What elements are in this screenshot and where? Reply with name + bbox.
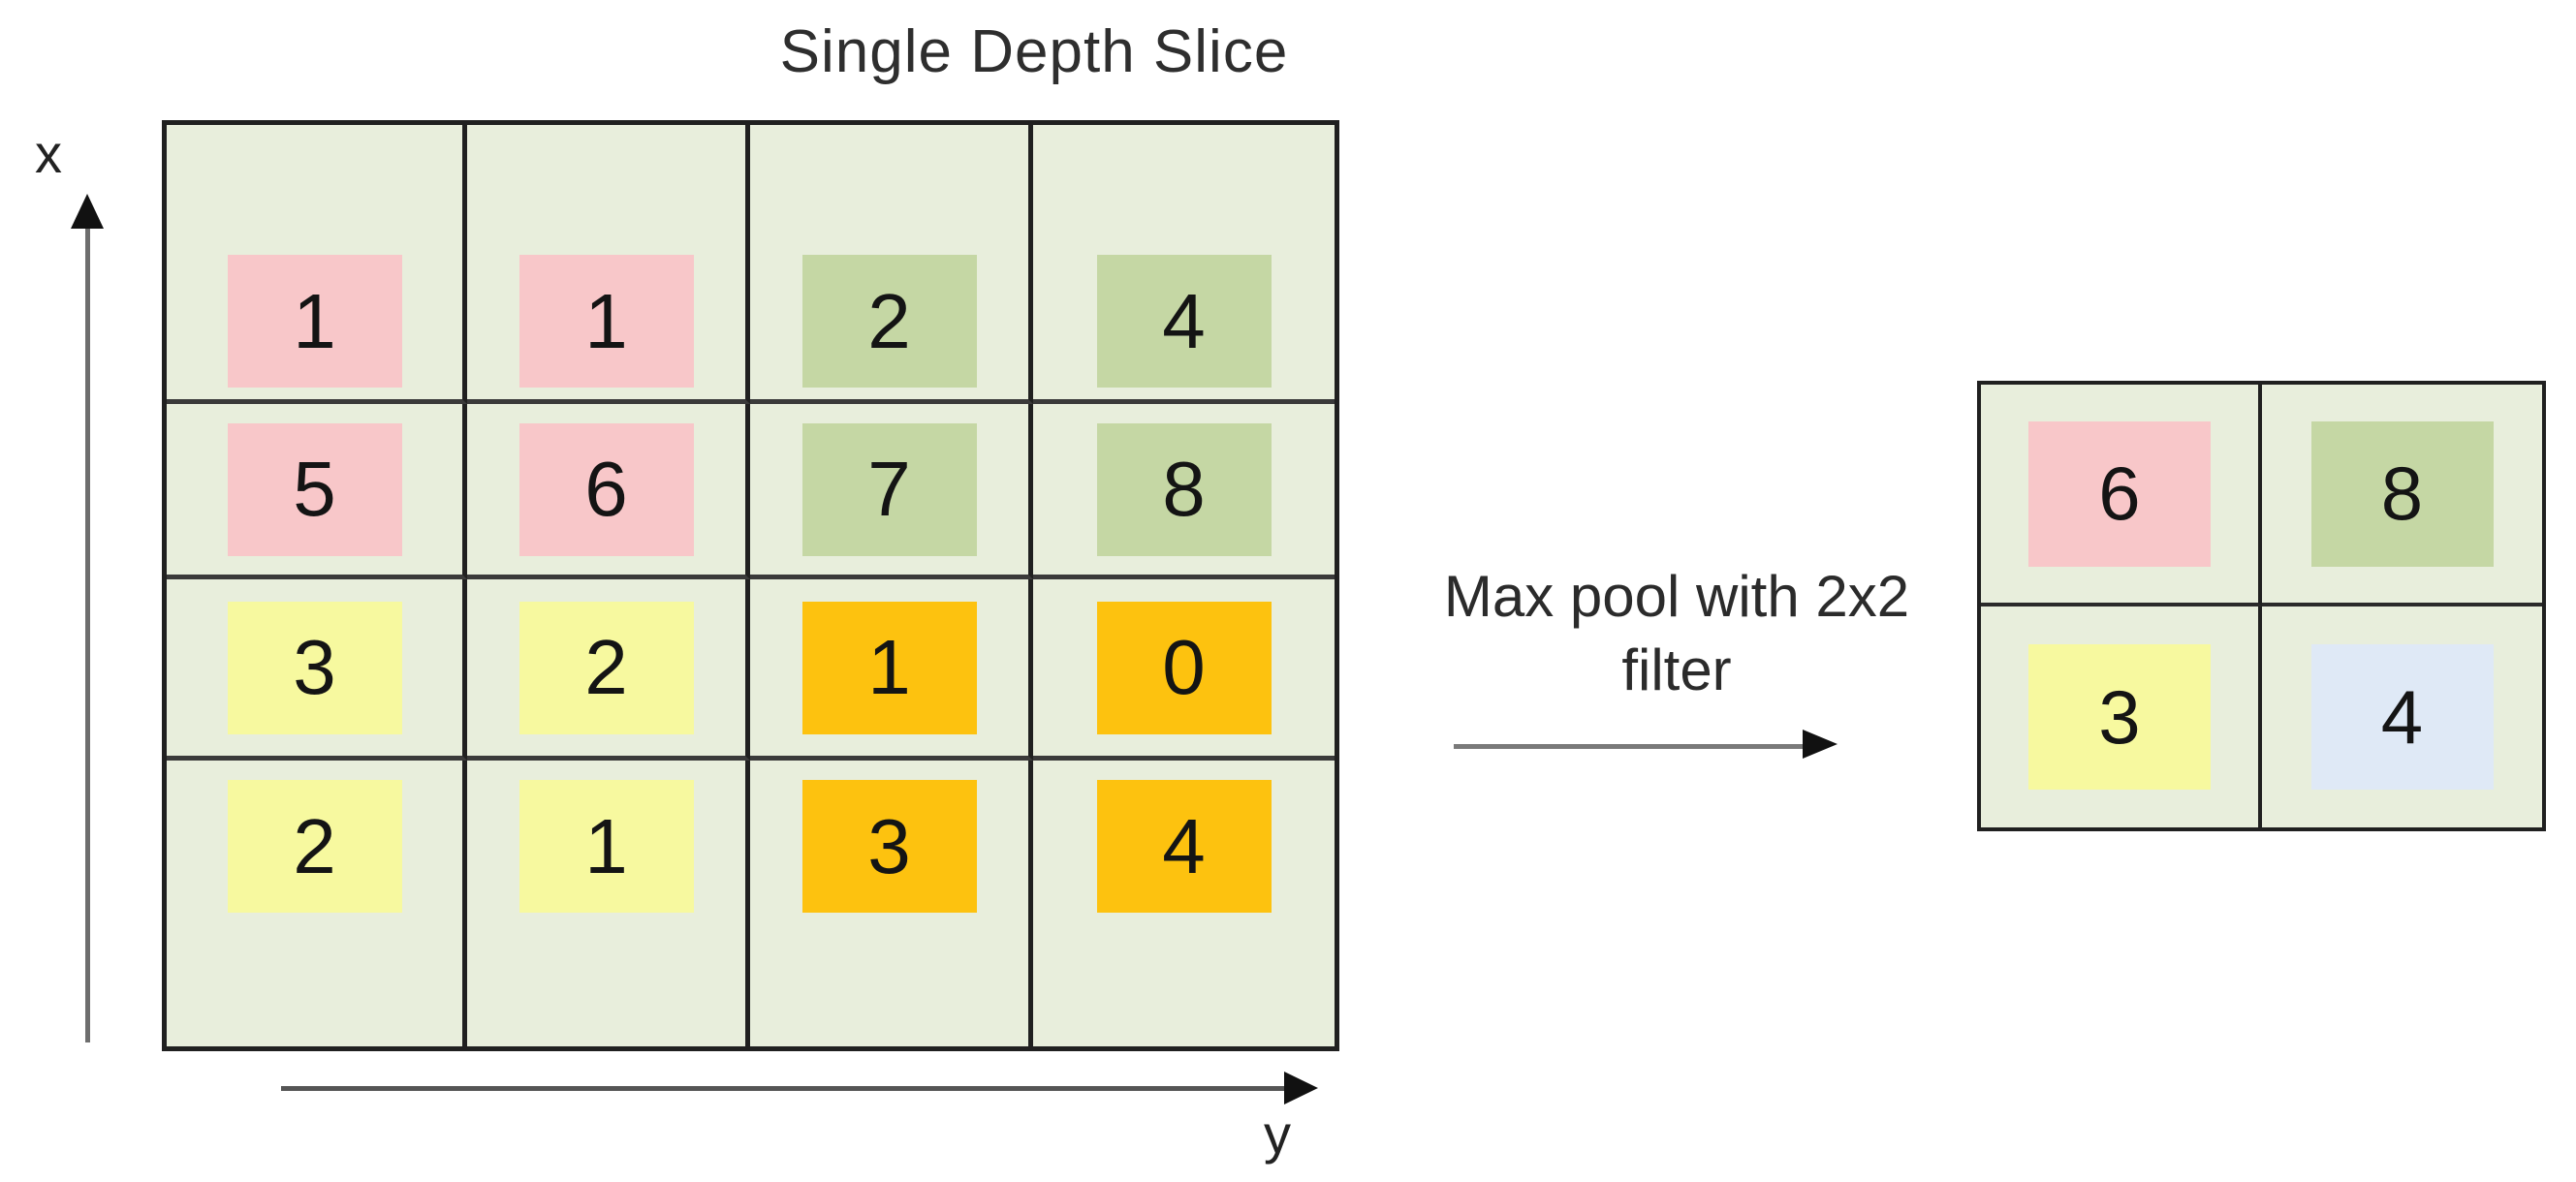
grid-cell: 3 (167, 579, 467, 761)
input-grid: 1 1 2 4 5 6 7 8 3 2 1 0 2 1 3 4 (162, 120, 1339, 1051)
grid-value-square: 1 (518, 780, 694, 913)
y-axis-arrow-right-icon (1284, 1072, 1318, 1104)
grid-cell: 5 (167, 404, 467, 579)
maxpool-label-line2: filter (1621, 638, 1732, 702)
maxpool-arrow-right-icon (1803, 730, 1838, 759)
grid-value-square: 2 (801, 255, 977, 388)
x-axis-arrow (85, 229, 90, 1042)
grid-cell: 2 (750, 125, 1033, 404)
page-title: Single Depth Slice (779, 18, 1289, 85)
grid-cell: 8 (1033, 404, 1335, 579)
grid-value-square: 3 (801, 780, 977, 913)
grid-value-square: 4 (1096, 255, 1272, 388)
grid-cell: 7 (750, 404, 1033, 579)
grid-value-square: 1 (518, 255, 694, 388)
output-grid: 6 8 3 4 (1977, 381, 2546, 831)
grid-value-square: 4 (2310, 644, 2494, 790)
grid-cell: 4 (1033, 125, 1335, 404)
grid-value-square: 3 (2028, 644, 2211, 790)
grid-value-square: 8 (2310, 420, 2494, 567)
grid-value-square: 6 (518, 422, 694, 556)
grid-cell: 1 (467, 125, 750, 404)
y-axis-label: y (1264, 1104, 1291, 1165)
grid-value-square: 6 (2028, 420, 2211, 567)
grid-cell: 1 (167, 125, 467, 404)
grid-value-square: 7 (801, 422, 977, 556)
grid-value-square: 8 (1096, 422, 1272, 556)
grid-cell: 2 (167, 761, 467, 1046)
grid-value-square: 2 (227, 780, 402, 913)
grid-cell: 4 (2262, 607, 2542, 827)
grid-cell: 8 (2262, 385, 2542, 607)
maxpool-label: Max pool with 2x2 filter (1405, 560, 1948, 707)
maxpool-label-line1: Max pool with 2x2 (1443, 564, 1910, 629)
grid-value-square: 0 (1096, 601, 1272, 734)
grid-cell: 0 (1033, 579, 1335, 761)
grid-cell: 6 (1981, 385, 2262, 607)
x-axis-label: x (35, 123, 62, 184)
grid-value-square: 3 (227, 601, 402, 734)
grid-value-square: 2 (518, 601, 694, 734)
grid-cell: 6 (467, 404, 750, 579)
grid-cell: 3 (750, 761, 1033, 1046)
maxpool-arrow (1454, 744, 1805, 749)
grid-value-square: 1 (227, 255, 402, 388)
grid-cell: 2 (467, 579, 750, 761)
grid-cell: 1 (750, 579, 1033, 761)
y-axis-arrow (281, 1086, 1289, 1091)
grid-value-square: 1 (801, 601, 977, 734)
grid-cell: 4 (1033, 761, 1335, 1046)
grid-cell: 1 (467, 761, 750, 1046)
x-axis-arrow-up-icon (71, 194, 104, 229)
grid-cell: 3 (1981, 607, 2262, 827)
grid-value-square: 5 (227, 422, 402, 556)
grid-value-square: 4 (1096, 780, 1272, 913)
